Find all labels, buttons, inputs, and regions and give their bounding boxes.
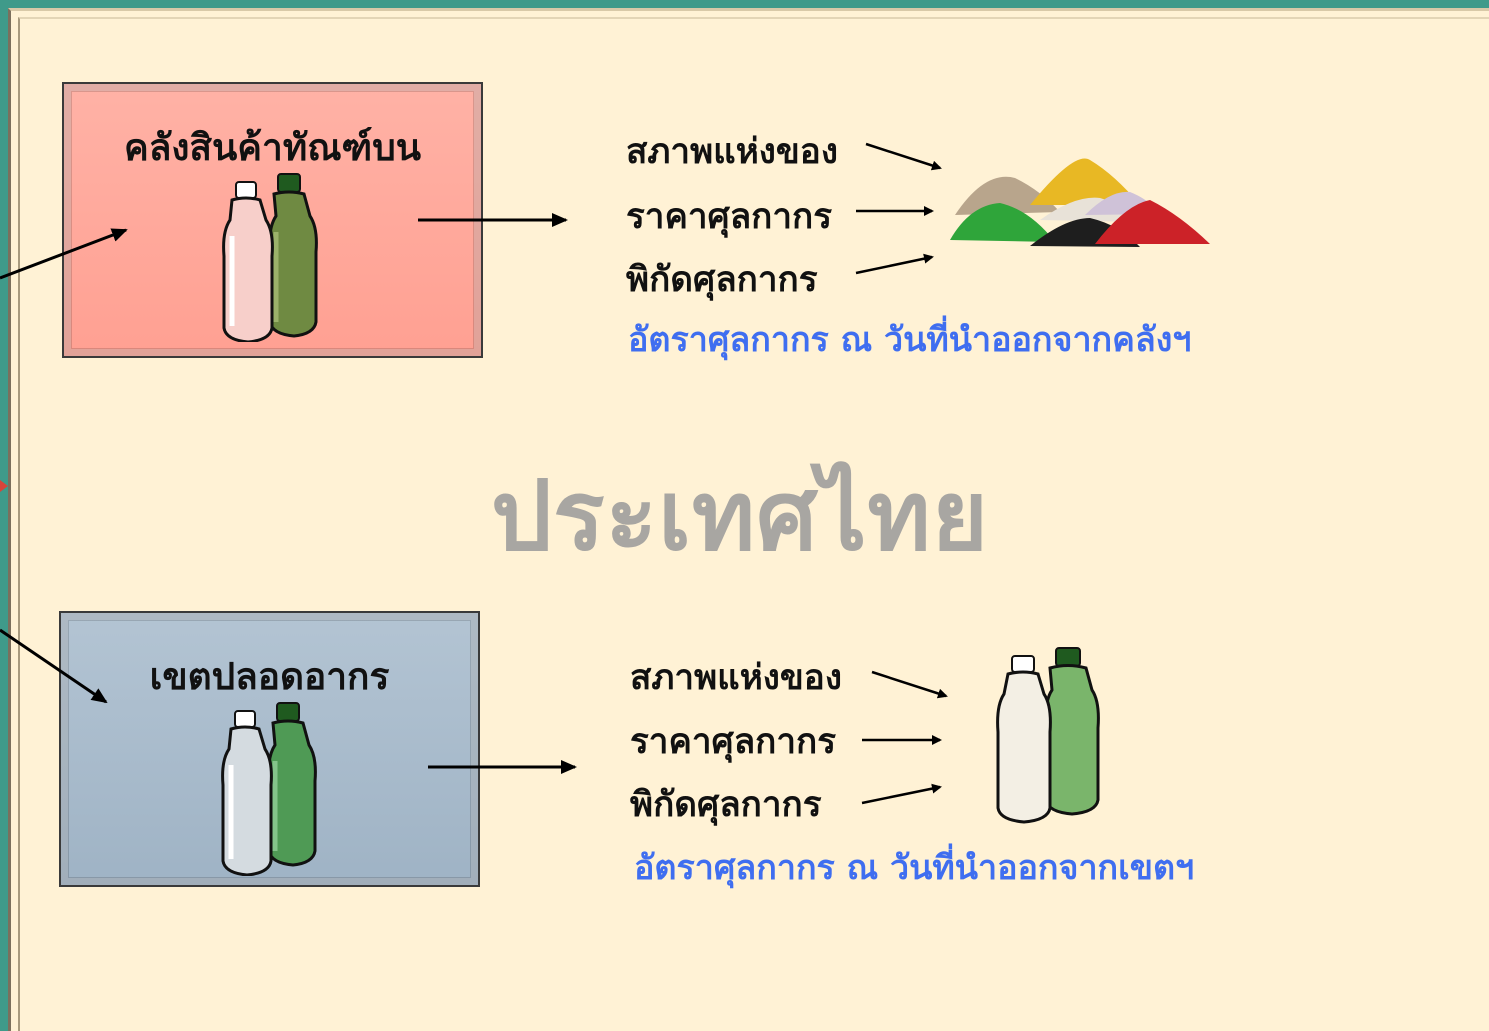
warehouse-rate-note: อัตราศุลกากร ณ วันที่นำออกจากคลังฯ bbox=[628, 320, 1192, 360]
warehouse-item-tariff-code: พิกัดศุลกากร bbox=[626, 260, 818, 300]
zone-tariff-arrow bbox=[861, 783, 942, 805]
warehouse-bottles-icon bbox=[222, 173, 318, 342]
bonded-warehouse-box: คลังสินค้าทัณฑ์บน bbox=[62, 82, 483, 358]
warehouse-item-customs-value: ราคาศุลกากร bbox=[626, 197, 833, 237]
warehouse-condition-arrow bbox=[865, 142, 942, 171]
warehouse-tariff-arrow bbox=[855, 253, 934, 275]
free-zone-title: เขตปลอดอากร bbox=[149, 655, 390, 698]
warehouse-green-bottle bbox=[268, 173, 318, 338]
free-zone-output-bottles-icon bbox=[996, 647, 1100, 824]
free-zone-box: เขตปลอดอากร bbox=[59, 611, 480, 887]
zone-condition-arrow bbox=[871, 670, 948, 699]
incoming-arrow-zone bbox=[0, 628, 108, 704]
bonded-warehouse-title: คลังสินค้าทัณฑ์บน bbox=[123, 126, 422, 169]
country-label: ประเทศไทย bbox=[491, 460, 989, 572]
plastic-pellets-icon bbox=[950, 158, 1210, 247]
incoming-arrow-warehouse bbox=[0, 228, 128, 280]
zone-item-condition: สภาพแห่งของ bbox=[630, 658, 842, 698]
warehouse-item-condition: สภาพแห่งของ bbox=[626, 132, 838, 172]
zone-item-tariff-code: พิกัดศุลกากร bbox=[630, 785, 822, 825]
edge-marker-icon bbox=[0, 480, 8, 492]
zone-item-customs-value: ราคาศุลกากร bbox=[630, 722, 837, 762]
zone-rate-note: อัตราศุลกากร ณ วันที่นำออกจากเขตฯ bbox=[634, 848, 1195, 888]
warehouse-pink-bottle bbox=[222, 181, 274, 342]
zone-bottles-icon bbox=[221, 702, 317, 876]
zone-white-bottle bbox=[221, 710, 273, 876]
